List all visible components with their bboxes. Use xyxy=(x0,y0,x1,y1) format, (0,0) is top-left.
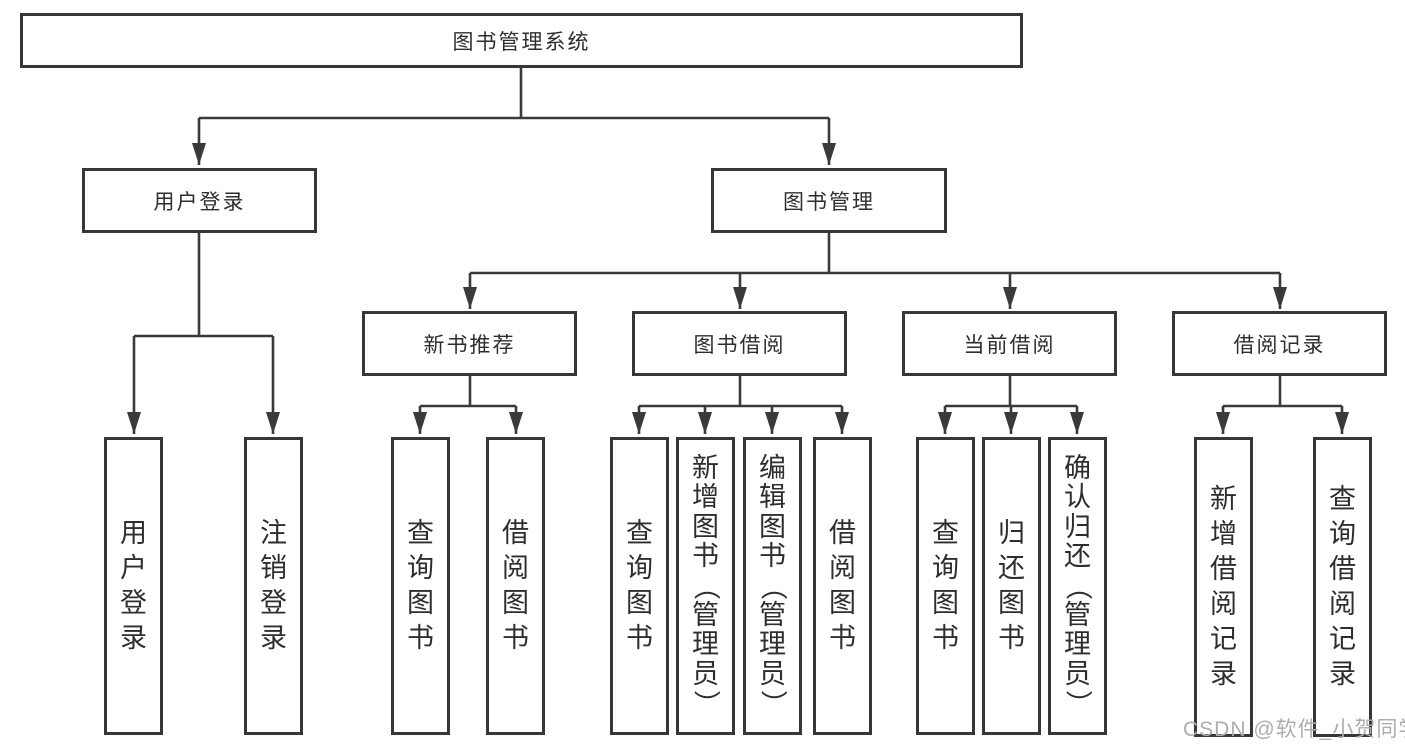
leaf-borrow-books-borrow: 借阅图书 xyxy=(813,437,872,735)
node-label: 图书借阅 xyxy=(693,333,786,357)
node-book-management-branch: 图书管理 xyxy=(711,168,947,233)
leaf-confirm-return-admin: 确认归还（管理员） xyxy=(1048,437,1107,735)
leaf-user-login: 用户登录 xyxy=(104,437,163,735)
node-label: 用户登录 xyxy=(153,190,246,214)
node-library-management-system: 图书管理系统 xyxy=(20,13,1023,68)
csdn-watermark: CSDN @软件_小贺同学 xyxy=(1183,718,1405,741)
node-current-borrowing: 当前借阅 xyxy=(902,311,1117,376)
node-borrowing-records: 借阅记录 xyxy=(1172,311,1387,376)
leaf-query-books-recommend: 查询图书 xyxy=(391,437,450,735)
node-new-book-recommend: 新书推荐 xyxy=(362,311,577,376)
node-label: 图书管理 xyxy=(783,190,875,214)
leaf-query-books-current: 查询图书 xyxy=(916,437,975,735)
leaf-return-books: 归还图书 xyxy=(982,437,1041,735)
leaf-borrow-books-recommend: 借阅图书 xyxy=(486,437,545,735)
node-label: 图书管理系统 xyxy=(452,30,591,54)
leaf-query-borrow-record: 查询借阅记录 xyxy=(1313,437,1372,737)
leaf-query-books-borrow: 查询图书 xyxy=(610,437,669,735)
leaf-add-borrow-record: 新增借阅记录 xyxy=(1194,437,1253,737)
node-label: 新书推荐 xyxy=(423,333,516,357)
leaf-logout-login: 注销登录 xyxy=(244,437,303,735)
node-book-borrowing: 图书借阅 xyxy=(632,311,847,376)
node-user-login-branch: 用户登录 xyxy=(82,168,317,233)
leaf-edit-books-admin: 编辑图书（管理员） xyxy=(743,437,802,735)
node-label: 借阅记录 xyxy=(1233,333,1326,357)
leaf-add-books-admin: 新增图书（管理员） xyxy=(676,437,735,735)
node-label: 当前借阅 xyxy=(963,333,1056,357)
